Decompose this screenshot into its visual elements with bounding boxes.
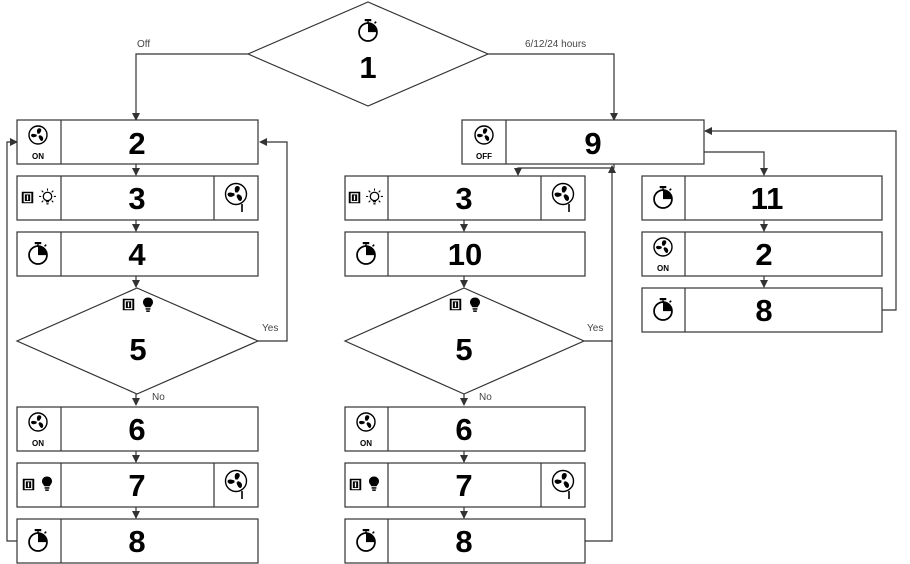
step-9: OFF 9 bbox=[461, 119, 705, 165]
step-7-middle: 7 bbox=[344, 462, 586, 508]
step-number: 5 bbox=[455, 332, 472, 367]
step-number: 10 bbox=[448, 237, 482, 272]
step-number: 7 bbox=[128, 468, 145, 503]
connector-loop-right bbox=[704, 127, 897, 311]
on-badge: ON bbox=[360, 439, 372, 448]
step-number: 3 bbox=[128, 181, 145, 216]
step-7-left: 7 bbox=[16, 462, 259, 508]
step-number: 8 bbox=[755, 293, 772, 328]
step-10: 10 bbox=[344, 231, 586, 277]
connector-yes-middle bbox=[584, 165, 616, 342]
label-hours: 6/12/24 hours bbox=[525, 39, 586, 50]
step-number: 6 bbox=[455, 412, 472, 447]
on-badge: ON bbox=[32, 439, 44, 448]
label-yes: Yes bbox=[587, 323, 603, 334]
decision-5-left: 5 bbox=[15, 287, 260, 395]
step-number: 2 bbox=[755, 237, 772, 272]
step-6-left: ON 6 bbox=[16, 406, 259, 452]
label-off: Off bbox=[137, 39, 150, 50]
step-number: 8 bbox=[455, 524, 472, 559]
step-number: 8 bbox=[128, 524, 145, 559]
step-number: 4 bbox=[128, 237, 146, 272]
step-number: 1 bbox=[359, 50, 376, 85]
step-6-middle: ON 6 bbox=[344, 406, 586, 452]
step-number: 6 bbox=[128, 412, 145, 447]
step-11: 11 bbox=[641, 175, 883, 221]
door-icon bbox=[22, 478, 35, 491]
door-icon bbox=[348, 191, 361, 204]
step-number: 3 bbox=[455, 181, 472, 216]
label-no: No bbox=[152, 392, 165, 403]
step-4-left: 4 bbox=[16, 231, 259, 277]
connector-yes-left bbox=[258, 138, 288, 342]
step-2-right: ON 2 bbox=[641, 231, 883, 277]
label-yes: Yes bbox=[262, 323, 278, 334]
on-badge: ON bbox=[657, 264, 669, 273]
decision-1: 1 bbox=[246, 1, 490, 107]
decision-5-middle: 5 bbox=[343, 287, 586, 395]
step-number: 2 bbox=[128, 126, 145, 161]
step-3-left: 3 bbox=[16, 175, 259, 221]
step-number: 5 bbox=[129, 332, 146, 367]
step-2-left: ON 2 bbox=[16, 119, 259, 165]
step-8-left: 8 bbox=[16, 518, 259, 564]
connector-off-branch bbox=[132, 53, 248, 121]
step-number: 7 bbox=[455, 468, 472, 503]
door-icon bbox=[449, 298, 462, 311]
connector-hours-branch bbox=[488, 53, 618, 121]
connector-loop-middle bbox=[585, 340, 613, 542]
connector-loop-left bbox=[6, 138, 20, 542]
off-badge: OFF bbox=[476, 152, 492, 161]
door-icon bbox=[122, 298, 135, 311]
step-8-right: 8 bbox=[641, 287, 883, 333]
door-icon bbox=[21, 191, 34, 204]
step-number: 11 bbox=[751, 181, 784, 216]
step-8-middle: 8 bbox=[344, 518, 586, 564]
label-no: No bbox=[479, 392, 492, 403]
door-icon bbox=[349, 478, 362, 491]
step-3-middle: 3 bbox=[344, 175, 586, 221]
step-number: 9 bbox=[584, 126, 601, 161]
on-badge: ON bbox=[32, 152, 44, 161]
